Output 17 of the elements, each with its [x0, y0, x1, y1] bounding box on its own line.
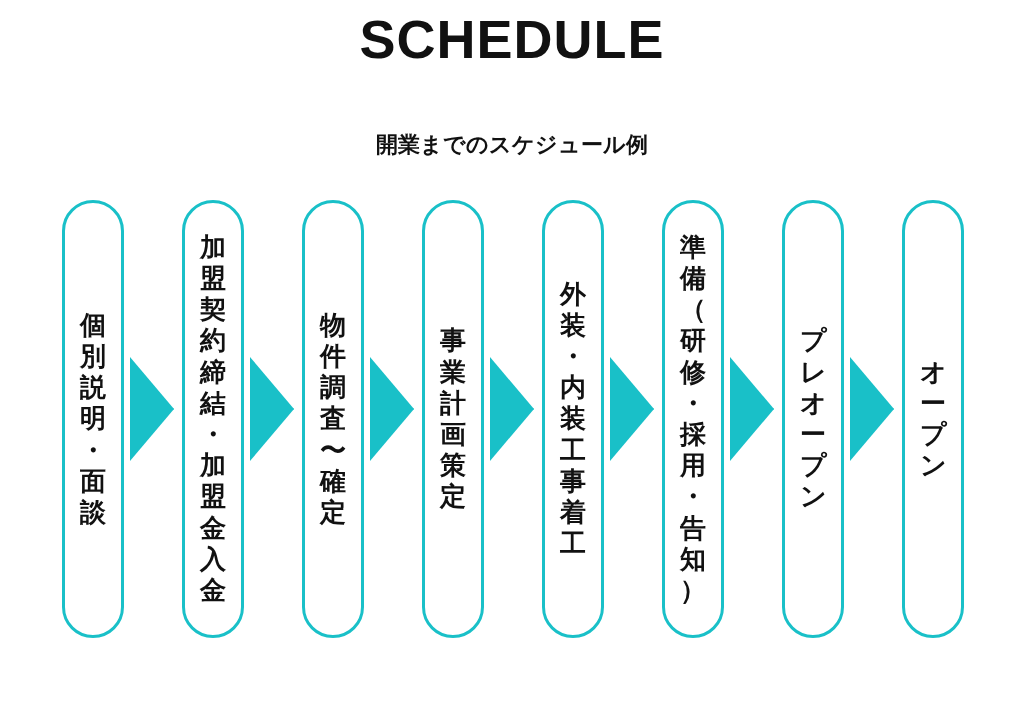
subtitle: 開業までのスケジュール例	[375, 131, 649, 159]
arrow	[249, 357, 295, 461]
step-label: 外装・内装工事着工	[560, 278, 586, 560]
step-label: 個別説明・面談	[80, 309, 106, 529]
step-label: 準備（研修・採用・告知）	[680, 231, 706, 607]
arrow	[729, 357, 775, 461]
step-label: 加盟契約締結・加盟金入金	[200, 231, 226, 607]
arrow	[129, 357, 175, 461]
arrow	[609, 357, 655, 461]
arrow	[369, 357, 415, 461]
step-label: 物件調査〜確定	[320, 309, 346, 529]
arrow	[849, 357, 895, 461]
step-label: 事業計画策定	[440, 325, 466, 513]
arrow	[489, 357, 535, 461]
step-label: プレオープン	[800, 325, 826, 513]
title: SCHEDULE	[358, 8, 666, 70]
step-label: オープン	[920, 356, 946, 482]
